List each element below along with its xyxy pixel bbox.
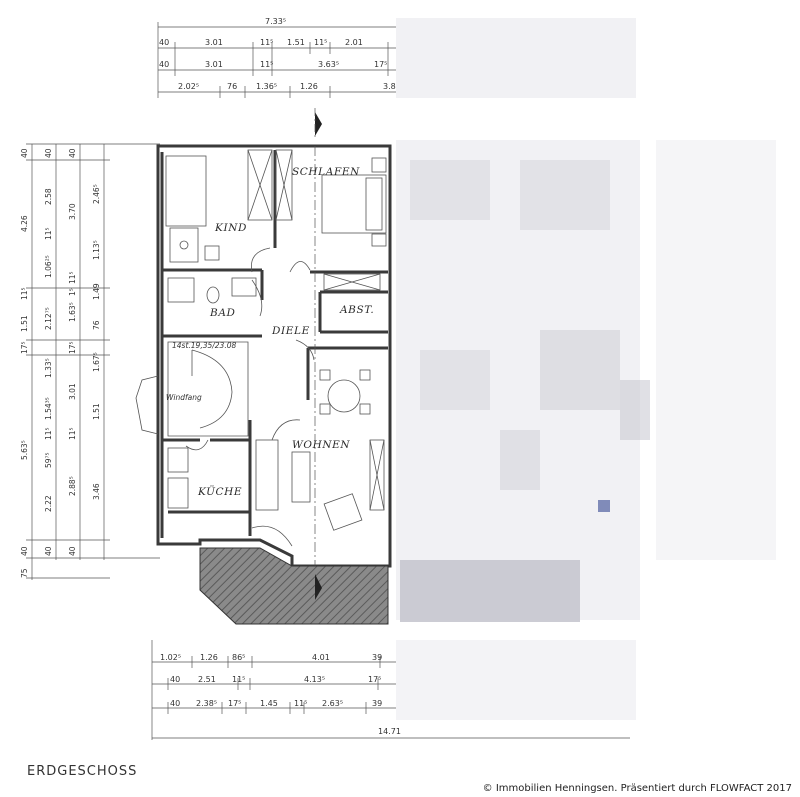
windows bbox=[247, 149, 385, 511]
dim-bottom-r3-0: 40 bbox=[170, 699, 180, 708]
dim-bottom-r1-1: 1.26 bbox=[200, 653, 218, 662]
axis-marker-bottom bbox=[315, 574, 322, 600]
dim-bottom-r3-4: 11⁵ bbox=[294, 699, 307, 708]
copyright-notice: © Immobilien Henningsen. Präsentiert dur… bbox=[482, 783, 792, 794]
room-label-diele: DIELE bbox=[271, 325, 310, 337]
dim-left-c1-4: 17⁵ bbox=[20, 341, 29, 354]
dim-left-c3-3: 1⁵ bbox=[68, 288, 77, 296]
dim-left-c2-5: 1.33⁵ bbox=[44, 358, 53, 378]
dim-left-c3-6: 3.01 bbox=[68, 383, 77, 400]
stair-note: 14st.19,35/23.08 bbox=[172, 341, 236, 350]
dim-bottom-r3-1: 2.38⁵ bbox=[196, 699, 217, 708]
dim-left-c3-2: 11⁵ bbox=[68, 271, 77, 284]
room-label-abst: ABST. bbox=[339, 304, 374, 316]
room-label-kueche: KÜCHE bbox=[197, 484, 242, 498]
dim-top-overall: 7.33⁵ bbox=[265, 17, 286, 26]
dim-left-c1-6: 40 bbox=[20, 546, 29, 556]
dim-bottom-r1-0: 1.02⁵ bbox=[160, 653, 181, 662]
dim-left-c4-5: 1.51 bbox=[92, 403, 101, 420]
dim-left-c3-1: 3.70 bbox=[68, 203, 77, 220]
dim-top-r3-4: 3.8 bbox=[383, 82, 396, 91]
dim-bottom-overall: 14.71 bbox=[378, 727, 401, 736]
room-label-wohnen: WOHNEN bbox=[292, 439, 350, 451]
dim-left-c1-1: 4.26 bbox=[20, 215, 29, 232]
dim-left-c3-9: 40 bbox=[68, 546, 77, 556]
room-label-schlafen: SCHLAFEN bbox=[292, 166, 360, 178]
dim-top-r3-1: 76 bbox=[227, 82, 237, 91]
dim-bottom-r3-3: 1.45 bbox=[260, 699, 278, 708]
dimension-lines-bottom bbox=[151, 640, 630, 740]
dim-bottom-r1-4: 39 bbox=[372, 653, 382, 662]
dim-top-r2-4: 17⁵ bbox=[374, 60, 387, 69]
dimension-lines-left bbox=[26, 143, 160, 580]
room-label-kind: KIND bbox=[214, 222, 247, 234]
dim-left-c2-10: 40 bbox=[44, 546, 53, 556]
plan-title: ERDGESCHOSS bbox=[27, 764, 138, 779]
dim-top-r1-3: 1.51 bbox=[287, 38, 305, 47]
dim-bottom-r2-1: 2.51 bbox=[198, 675, 216, 684]
dim-left-c4-0: 2.46⁵ bbox=[92, 184, 101, 204]
dim-left-c3-4: 1.63⁵ bbox=[68, 302, 77, 322]
dim-top-r2-2: 11⁵ bbox=[260, 60, 273, 69]
dim-top-r1-2: 11⁵ bbox=[260, 38, 273, 47]
dim-bottom-r3-2: 17⁵ bbox=[228, 699, 241, 708]
dim-bottom-r3-6: 39 bbox=[372, 699, 382, 708]
dim-top-r1-4: 11⁵ bbox=[314, 38, 327, 47]
dim-left-c4-4: 1.67⁵ bbox=[92, 352, 101, 372]
dim-left-c2-9: 2.22 bbox=[44, 495, 53, 512]
dim-bottom-r2-2: 11⁵ bbox=[232, 675, 245, 684]
dim-left-c3-0: 40 bbox=[68, 148, 77, 158]
dim-left-c2-2: 11⁵ bbox=[44, 227, 53, 240]
dim-left-c4-6: 3.46 bbox=[92, 483, 101, 500]
dim-left-c2-4: 2.12⁷⁵ bbox=[44, 307, 53, 330]
dim-top-r1-0: 40 bbox=[159, 38, 169, 47]
dim-bottom-r3-5: 2.63⁵ bbox=[322, 699, 343, 708]
dim-left-c1-7: 75 bbox=[20, 568, 29, 578]
dim-top-r2-0: 40 bbox=[159, 60, 169, 69]
dim-top-r1-1: 3.01 bbox=[205, 38, 223, 47]
dim-top-r2-1: 3.01 bbox=[205, 60, 223, 69]
dim-bottom-r1-3: 4.01 bbox=[312, 653, 330, 662]
dim-bottom-r2-4: 17⁵ bbox=[368, 675, 381, 684]
pixelated-mirror-area bbox=[396, 18, 776, 720]
dim-top-r3-0: 2.02⁵ bbox=[178, 82, 199, 91]
dim-left-c2-0: 40 bbox=[44, 148, 53, 158]
door-swings bbox=[185, 247, 315, 547]
stairs bbox=[135, 341, 249, 437]
dim-bottom-r2-0: 40 bbox=[170, 675, 180, 684]
terrace bbox=[199, 547, 389, 625]
room-label-windfang: Windfang bbox=[166, 393, 202, 402]
dim-left-c4-1: 1.13⁵ bbox=[92, 240, 101, 260]
dim-left-c3-5: 17⁵ bbox=[68, 341, 77, 354]
dim-left-c1-0: 40 bbox=[20, 148, 29, 158]
dim-left-c2-3: 1.06²⁵ bbox=[44, 255, 53, 278]
dim-top-r1-5: 2.01 bbox=[345, 38, 363, 47]
dim-left-c2-1: 2.58 bbox=[44, 188, 53, 205]
room-label-bad: BAD bbox=[209, 307, 236, 319]
dim-left-c4-2: 1.49 bbox=[92, 283, 101, 300]
dim-left-c2-7: 11⁵ bbox=[44, 427, 53, 440]
dim-bottom-r2-3: 4.13⁵ bbox=[304, 675, 325, 684]
dim-left-c3-7: 11⁵ bbox=[68, 427, 77, 440]
dim-left-c1-2: 11⁵ bbox=[20, 287, 29, 300]
furniture bbox=[165, 155, 387, 531]
dim-top-r2-3: 3.63⁵ bbox=[318, 60, 339, 69]
dim-top-r3-2: 1.36⁵ bbox=[256, 82, 277, 91]
dim-left-c1-5: 5.63⁵ bbox=[20, 440, 29, 460]
dim-left-c3-8: 2.88⁵ bbox=[68, 476, 77, 496]
dim-left-c2-6: 1.54³⁵ bbox=[44, 397, 53, 420]
walls bbox=[156, 144, 392, 568]
dim-top-r3-3: 1.26 bbox=[300, 82, 318, 91]
dim-left-c4-3: 76 bbox=[92, 320, 101, 330]
dimension-lines-top bbox=[157, 22, 396, 98]
dim-bottom-r1-2: 86⁵ bbox=[232, 653, 245, 662]
dim-left-c2-8: 59⁷⁵ bbox=[44, 452, 53, 468]
axis-marker-top bbox=[315, 112, 322, 136]
dim-left-c1-3: 1.51 bbox=[20, 315, 29, 332]
